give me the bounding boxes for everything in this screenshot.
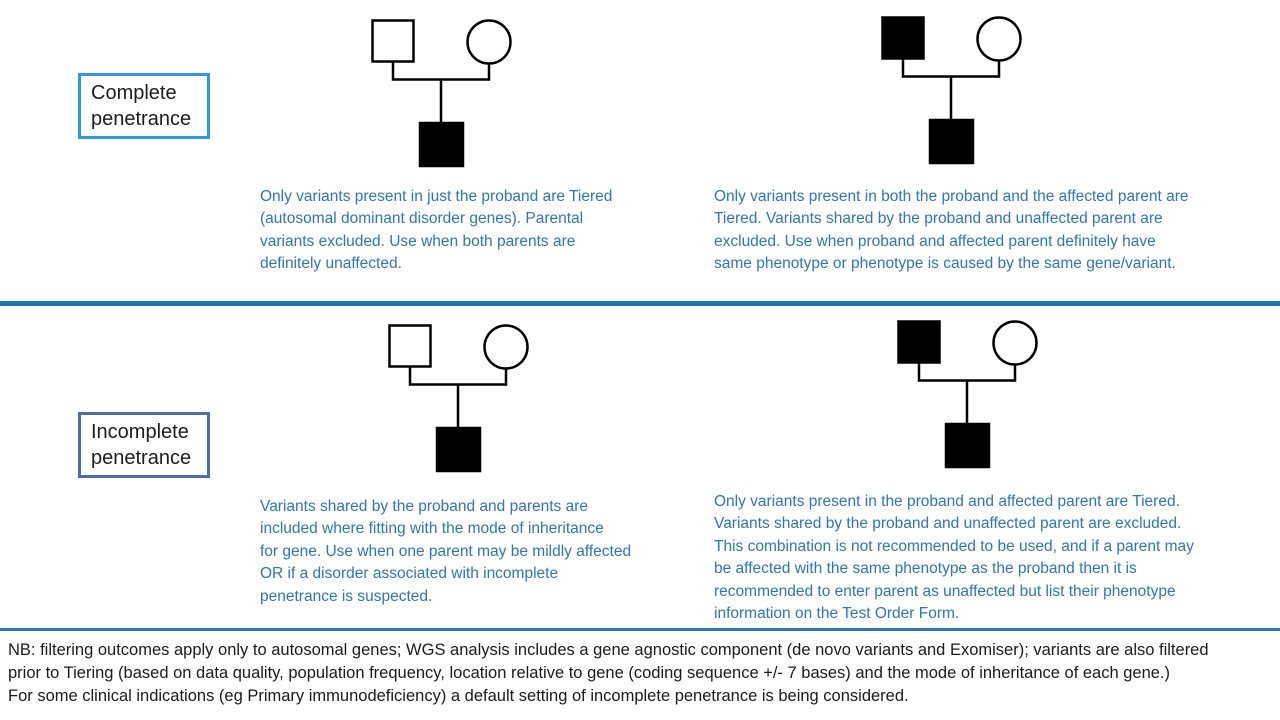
note-divider (0, 628, 1280, 631)
section-divider (0, 301, 1280, 306)
mother-shape (483, 324, 529, 370)
child-shape (944, 422, 991, 469)
child-shape (928, 118, 975, 165)
pedigree-connector (901, 58, 1001, 120)
incomplete-penetrance-label: Incomplete penetrance (91, 421, 192, 469)
mother-shape (466, 19, 512, 65)
caption-incomplete-left: Variants shared by the proband and paren… (260, 498, 632, 605)
complete-penetrance-label: Complete penetrance (91, 82, 192, 130)
pedigree-incomplete-unaffected-parents (388, 324, 529, 473)
pedigree-connector (917, 362, 1017, 424)
footnote: NB: filtering outcomes apply only to aut… (8, 641, 1209, 705)
caption-complete-right: Only variants present in both the proban… (714, 188, 1189, 273)
mother-shape (976, 16, 1022, 62)
caption-incomplete-right: Only variants present in the proband and… (714, 493, 1194, 623)
incomplete-penetrance-label-box: Incomplete penetrance (78, 412, 210, 478)
pedigree-connector (391, 61, 491, 123)
father-shape (388, 324, 432, 368)
pedigree-connector (408, 366, 508, 428)
caption-complete-left: Only variants present in just the proban… (260, 188, 613, 273)
mother-shape (992, 320, 1038, 366)
pedigree-complete-affected-parent (881, 16, 1022, 165)
child-shape (435, 426, 482, 473)
father-shape (371, 19, 415, 63)
father-shape (881, 16, 925, 60)
father-shape (897, 320, 941, 364)
pedigree-complete-unaffected-parents (371, 19, 512, 168)
complete-penetrance-label-box: Complete penetrance (78, 73, 210, 139)
child-shape (418, 121, 465, 168)
pedigree-incomplete-affected-parent (897, 320, 1038, 469)
